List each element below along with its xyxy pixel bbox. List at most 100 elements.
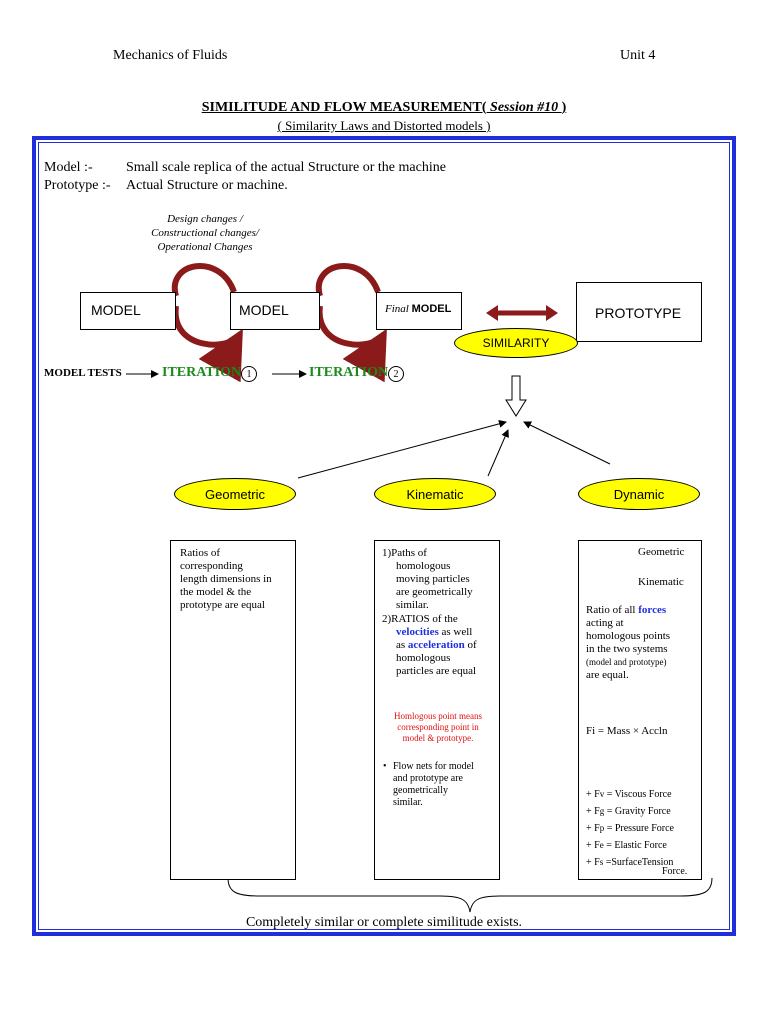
text-line: 2)RATIOS of the: [382, 613, 458, 625]
final-prefix: Final: [385, 303, 409, 315]
text-fragment: Ratio of all: [586, 604, 639, 616]
force-item: + Fs =SurfaceTension: [586, 854, 674, 871]
prototype-def-text: Actual Structure or machine.: [126, 178, 288, 193]
force-text: = Gravity Force: [604, 806, 671, 817]
homologous-note: Homlogous point means corresponding poin…: [375, 711, 501, 744]
text-line: homologous: [396, 652, 451, 664]
force-item: + Fg = Gravity Force: [586, 803, 674, 820]
text-line: similar.: [393, 797, 423, 808]
force-list: + Fv = Viscous Force + Fg = Gravity Forc…: [586, 786, 674, 871]
text-line: acting at: [586, 617, 624, 629]
design-changes-line: Design changes /: [167, 213, 243, 225]
fi-equation: Fi = Mass × Accln: [586, 725, 668, 737]
final-model-word: MODEL: [411, 303, 452, 315]
text-line: model & prototype.: [402, 733, 474, 743]
model-box-1: MODEL: [80, 292, 176, 330]
model-box-1-label: MODEL: [91, 302, 141, 318]
loop-arrow-2-top: [315, 263, 381, 297]
model-box-2: MODEL: [230, 292, 320, 330]
text-line: corresponding point in: [397, 722, 479, 732]
text-line: and prototype are: [393, 773, 463, 784]
geometric-box: Ratios of corresponding length dimension…: [170, 540, 296, 880]
text-line: particles are equal: [396, 665, 477, 677]
force-text: = Elastic Force: [603, 840, 667, 851]
page-title: SIMILITUDE AND FLOW MEASUREMENT( Session…: [0, 100, 768, 116]
kinematic-point-2: 2)RATIOS of the velocities as well as ac…: [382, 613, 477, 678]
force-text: =SurfaceTension: [603, 857, 674, 868]
kinematic-box: 1)Paths of homologous moving particles a…: [374, 540, 500, 880]
text-line: are equal.: [586, 669, 629, 681]
prototype-box-label: PROTOTYPE: [595, 305, 682, 321]
text-line: homologous: [396, 560, 451, 572]
arrow-geometric-up: [297, 419, 507, 479]
text-line: Homlogous point means: [394, 711, 482, 721]
final-model-box: Final MODEL: [376, 292, 462, 330]
hollow-down-arrow: [505, 375, 527, 417]
model-def-label: Model :-: [44, 160, 93, 175]
final-model-label: Final MODEL: [385, 303, 451, 315]
geometric-ellipse: Geometric: [174, 478, 296, 510]
text-line: in the two systems: [586, 643, 668, 655]
loop-arrow-1-bottom: [172, 305, 243, 383]
inner-border: [38, 142, 730, 930]
text-line: the model & the: [180, 586, 252, 598]
force-item: + Fp = Pressure Force: [586, 820, 674, 837]
dynamic-kinematic-label: Kinematic: [638, 576, 684, 588]
force-text: = Pressure Force: [604, 823, 674, 834]
dynamic-ratio-text: Ratio of all forces acting at homologous…: [586, 604, 670, 682]
force-subscript: s: [599, 857, 604, 867]
conclusion-text: Completely similar or complete similitud…: [245, 915, 523, 930]
force-symbol: + F: [586, 857, 600, 868]
force-symbol: + F: [586, 823, 600, 834]
loop-arrow-1-top: [171, 263, 237, 297]
force-symbol: + F: [586, 789, 600, 800]
iteration-1-number: 1: [241, 366, 257, 382]
force-tail: Force.: [662, 866, 688, 877]
text-line: moving particles: [396, 573, 470, 585]
force-item: + Fv = Viscous Force: [586, 786, 674, 803]
dynamic-box: [578, 540, 702, 880]
text-line: 1)Paths of: [382, 547, 427, 559]
bullet-dot: •: [383, 761, 387, 772]
velocities-word: velocities: [396, 626, 439, 638]
arrow-kinematic-up: [487, 429, 509, 477]
force-item: + Fe = Elastic Force: [586, 837, 674, 854]
force-text: = Viscous Force: [604, 789, 672, 800]
prototype-box: PROTOTYPE: [576, 282, 702, 342]
dynamic-geometric-label: Geometric: [638, 546, 685, 558]
iteration-1-label: ITERATION: [162, 365, 242, 380]
force-symbol: + F: [586, 840, 600, 851]
force-subscript: e: [599, 840, 604, 850]
text-fragment: as well: [438, 626, 473, 638]
model-box-2-label: MODEL: [239, 302, 289, 318]
arrow-dynamic-up: [523, 421, 611, 465]
text-line: similar.: [396, 599, 429, 611]
text-line: length dimensions in: [180, 573, 272, 585]
double-arrow-left-head: [486, 305, 498, 321]
kinematic-point-1: 1)Paths of homologous moving particles a…: [382, 547, 473, 612]
title-close: ): [561, 100, 567, 115]
model-tests-label: MODEL TESTS: [44, 367, 122, 379]
header-course: Mechanics of Fluids: [113, 48, 228, 63]
design-changes-line: Constructional changes/: [151, 227, 259, 239]
outer-border: [32, 136, 736, 936]
geometric-description: Ratios of corresponding length dimension…: [180, 547, 272, 612]
bottom-brace: [227, 877, 713, 913]
design-changes-note: Design changes / Constructional changes/…: [130, 212, 280, 254]
design-changes-line: Operational Changes: [157, 241, 253, 253]
similarity-ellipse: SIMILARITY: [454, 328, 578, 358]
loop-arrow-2-bottom: [316, 305, 387, 383]
text-line: homologous points: [586, 630, 671, 642]
text-line: geometrically: [393, 785, 448, 796]
text-line: (model and prototype): [586, 657, 667, 667]
double-arrow-right-head: [546, 305, 558, 321]
kinematic-ellipse: Kinematic: [374, 478, 496, 510]
force-subscript: p: [599, 823, 605, 833]
acceleration-word: acceleration: [407, 639, 465, 651]
header-unit: Unit 4: [620, 48, 656, 63]
text-line: are geometrically: [396, 586, 473, 598]
flow-nets-bullet: • Flow nets for model and prototype are …: [383, 761, 474, 809]
force-subscript: g: [599, 806, 605, 816]
model-def-text: Small scale replica of the actual Struct…: [126, 160, 446, 175]
text-line: Flow nets for model: [393, 761, 474, 772]
